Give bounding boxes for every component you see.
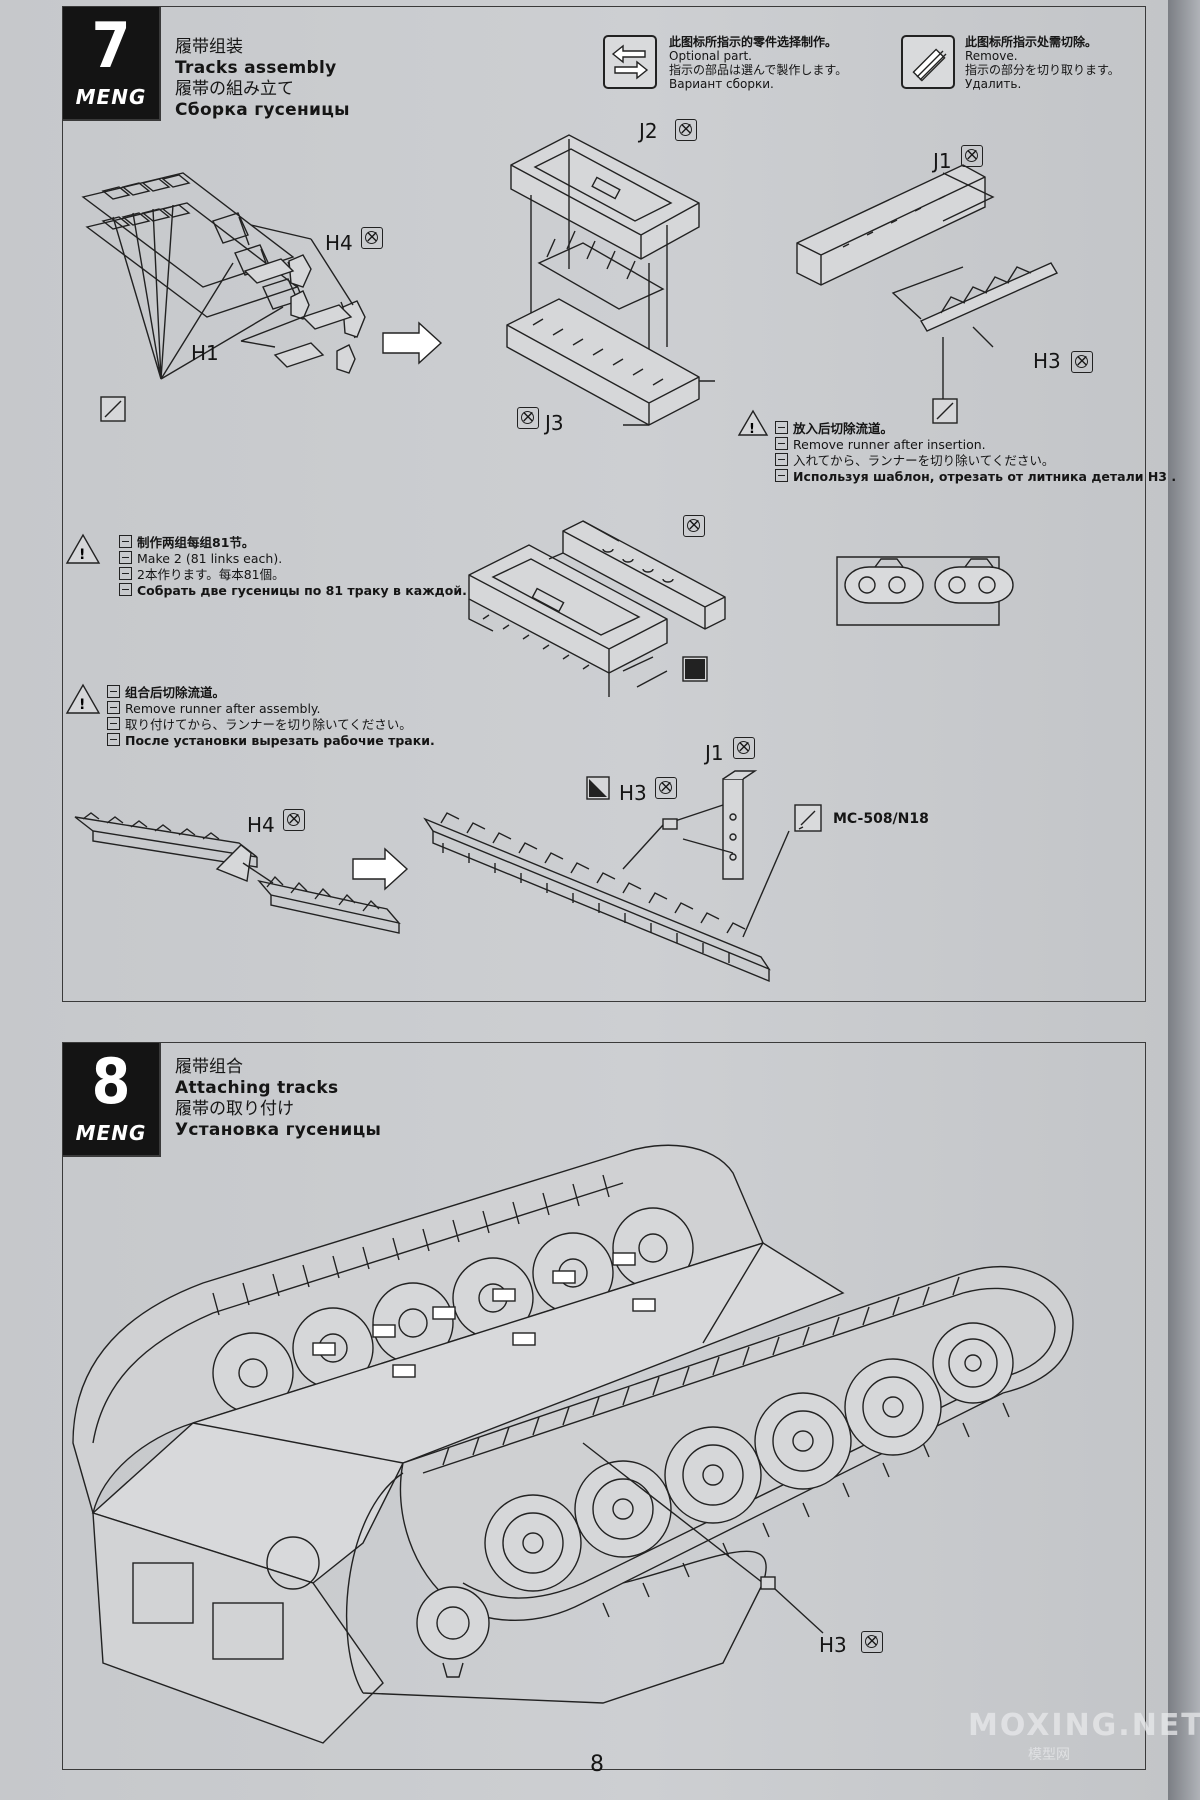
optional-x-icon <box>961 145 983 167</box>
page-edge <box>1168 0 1200 1800</box>
note-assembly: 组合后切除流道。 Remove runner after assembly. 取… <box>107 685 435 749</box>
legend-remove-en: Remove. <box>965 49 1018 63</box>
note-make2-zh: 制作两组每组81节。 <box>137 535 255 550</box>
track-jig-j1-h3 <box>796 164 1059 399</box>
warning-icon-3 <box>65 683 101 714</box>
page-number: 8 <box>590 1752 604 1777</box>
track-strip-left <box>74 812 401 934</box>
optional-x-icon <box>1071 351 1093 373</box>
watermark-subtitle: 模型网 <box>1028 1747 1070 1763</box>
note-make2-ja: 2本作ります。每本81個。 <box>137 567 285 582</box>
paint-code: MC-508/N18 <box>833 811 929 827</box>
step-7-titles: 履带组装 Tracks assembly 履帯の組み立て Сборка гусе… <box>175 37 350 121</box>
svg-text:!: ! <box>749 422 755 437</box>
arrow-right-2 <box>352 847 409 891</box>
step-7-drawing: ! ! ! <box>65 134 1059 983</box>
legend-remove-ja: 指示の部分を切り取ります。 <box>965 63 1120 77</box>
step-8-number: 8 <box>91 1045 131 1118</box>
step-8-title-en: Attaching tracks <box>175 1078 339 1098</box>
legend-optional-ru: Вариант сборки. <box>669 77 774 91</box>
legend-remove-ru: Удалить. <box>965 77 1022 91</box>
part-label-j3: J3 <box>545 411 564 435</box>
optional-x-icon <box>517 407 539 429</box>
step-7-title-ja: 履帯の組み立て <box>175 79 294 99</box>
note-assembly-en: Remove runner after assembly. <box>125 701 321 716</box>
track-jig-j2-j3 <box>506 134 715 426</box>
step-8-badge: 8 MENG <box>63 1043 161 1157</box>
optional-part-icon <box>603 35 657 89</box>
watermark: MOXING.NET <box>968 1708 1200 1743</box>
part-label-j1-bottom: J1 <box>705 741 724 765</box>
optional-x-icon <box>683 515 705 537</box>
note-make2: 制作两组每组81节。 Make 2 (81 links each). 2本作りま… <box>119 535 467 599</box>
step-7-badge: 7 MENG <box>63 7 161 121</box>
optional-x-icon <box>655 777 677 799</box>
track-link-detail <box>836 556 1014 626</box>
optional-x-icon <box>283 809 305 831</box>
note-insertion: 放入后切除流道。 Remove runner after insertion. … <box>775 421 1176 485</box>
step-7-title-zh: 履带组装 <box>175 37 243 57</box>
legend-remove: 此图标所指示处需切除。 Remove. 指示の部分を切り取ります。 Удалит… <box>965 35 1120 91</box>
meng-logo: MENG <box>75 1121 147 1145</box>
part-label-j1-top: J1 <box>933 149 952 173</box>
note-assembly-zh: 组合后切除流道。 <box>125 685 226 700</box>
step-8-title-zh: 履带组合 <box>175 1057 243 1077</box>
legend-optional-en: Optional part. <box>669 49 752 63</box>
note-make2-en: Make 2 (81 links each). <box>137 551 283 566</box>
step-7-title-en: Tracks assembly <box>175 58 337 78</box>
svg-text:!: ! <box>79 547 85 563</box>
legend-optional-ja: 指示の部品は選んで製作します。 <box>669 63 848 77</box>
step-7-panel: 7 MENG 履带组装 Tracks assembly 履帯の組み立て Сбор… <box>62 6 1176 1002</box>
part-label-h4-bottom: H4 <box>247 813 275 837</box>
warning-icon-2 <box>65 533 101 564</box>
legend-remove-zh: 此图标所指示处需切除。 <box>965 35 1098 49</box>
note-assembly-ru: После установки вырезать рабочие траки. <box>125 733 435 748</box>
optional-x-icon <box>733 737 755 759</box>
jig-assembly-middle <box>468 520 726 697</box>
step-8-title-ja: 履帯の取り付け <box>175 1099 294 1119</box>
note-make2-ru: Собрать две гусеницы по 81 траку в каждо… <box>137 583 467 598</box>
track-strip-right <box>423 770 790 983</box>
optional-x-icon <box>675 119 697 141</box>
note-insertion-en: Remove runner after insertion. <box>793 437 986 452</box>
optional-x-icon <box>361 227 383 249</box>
step-7-title-ru: Сборка гусеницы <box>175 100 350 120</box>
optional-x-icon <box>861 1631 883 1653</box>
svg-text:!: ! <box>79 697 85 713</box>
meng-logo: MENG <box>75 85 147 109</box>
part-label-j2: J2 <box>639 119 658 143</box>
step-8-panel: 8 MENG 履带组合 Attaching tracks 履帯の取り付け Уст… <box>62 1042 1146 1770</box>
note-insertion-zh: 放入后切除流道。 <box>793 421 894 436</box>
part-label-h3-top: H3 <box>1033 349 1061 373</box>
tank-hull-drawing <box>72 1144 1074 1744</box>
legend-optional-zh: 此图标所指示的零件选择制作。 <box>669 35 838 49</box>
part-label-h1: H1 <box>191 341 219 365</box>
track-link-sprue <box>81 172 366 380</box>
arrow-right-1 <box>382 321 443 365</box>
note-assembly-ja: 取り付けてから、ランナーを切り除いてください。 <box>125 717 412 732</box>
step-8-title-ru: Установка гусеницы <box>175 1120 382 1140</box>
part-label-h3: H3 <box>819 1633 847 1657</box>
note-insertion-ja: 入れてから、ランナーを切り除いてください。 <box>793 453 1055 468</box>
part-label-h4-top: H4 <box>325 231 353 255</box>
part-label-h3-bottom: H3 <box>619 781 647 805</box>
remove-cut-icon <box>901 35 955 89</box>
legend-optional: 此图标所指示的零件选择制作。 Optional part. 指示の部品は選んで製… <box>669 35 847 91</box>
step-7-number: 7 <box>91 9 131 82</box>
note-insertion-ru: Используя шаблон, отрезать от литника де… <box>793 469 1177 484</box>
step-8-titles: 履带组合 Attaching tracks 履帯の取り付け Установка … <box>175 1057 381 1141</box>
warning-icon-1 <box>737 409 769 436</box>
